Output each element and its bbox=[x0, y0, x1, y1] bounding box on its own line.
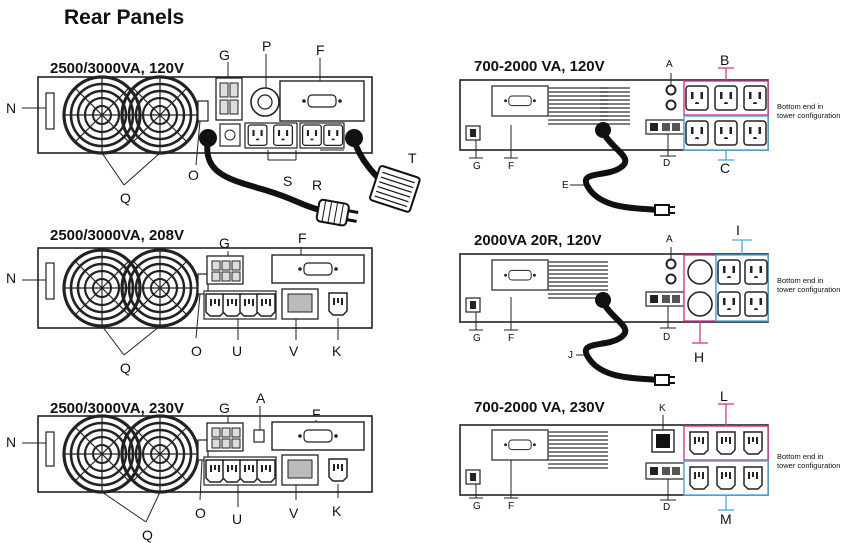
panel-700-2000va-120v bbox=[459, 67, 769, 216]
label-k: K bbox=[332, 503, 342, 519]
page-title: Rear Panels bbox=[64, 6, 185, 29]
label-q: Q bbox=[120, 190, 131, 206]
label-d: D bbox=[663, 158, 671, 169]
panel-2500-3000va-208v bbox=[22, 247, 373, 356]
label-d: D bbox=[663, 332, 671, 343]
label-u: U bbox=[232, 511, 243, 527]
panel-title-2500-3000va-208v: 2500/3000VA, 208V bbox=[50, 227, 184, 244]
label-c: C bbox=[720, 160, 731, 176]
label-f: F bbox=[508, 333, 515, 344]
label-o: O bbox=[195, 505, 206, 521]
panel-2000va-20r-120v bbox=[459, 239, 769, 386]
label-g: G bbox=[219, 400, 230, 416]
label-n: N bbox=[6, 100, 17, 116]
panel-2500-3000va-230v bbox=[22, 406, 373, 523]
label-q: Q bbox=[120, 360, 131, 376]
label-a: A bbox=[666, 59, 673, 70]
label-j: J bbox=[568, 350, 573, 361]
label-a: A bbox=[256, 390, 266, 406]
label-h: H bbox=[694, 349, 705, 365]
label-i: I bbox=[736, 222, 740, 238]
label-s: S bbox=[283, 173, 293, 189]
label-p: P bbox=[262, 38, 272, 54]
label-f: F bbox=[298, 230, 307, 246]
label-v: V bbox=[289, 343, 299, 359]
label-e: E bbox=[562, 180, 569, 191]
label-b: B bbox=[720, 52, 730, 68]
label-l: L bbox=[720, 388, 728, 404]
label-q: Q bbox=[142, 527, 153, 543]
label-g: G bbox=[473, 333, 481, 344]
label-g: G bbox=[473, 501, 481, 512]
label-u: U bbox=[232, 343, 243, 359]
panel-title-2500-3000va-120v: 2500/3000VA, 120V bbox=[50, 60, 184, 77]
label-n: N bbox=[6, 270, 17, 286]
label-f: F bbox=[312, 406, 321, 422]
label-g: G bbox=[219, 47, 230, 63]
panel-2500-3000va-120v bbox=[22, 54, 421, 227]
label-v: V bbox=[289, 505, 299, 521]
label-o: O bbox=[188, 167, 199, 183]
label-f: F bbox=[508, 501, 515, 512]
label-o: O bbox=[191, 343, 202, 359]
panel-title-700-2000va-230v: 700-2000 VA, 230V bbox=[474, 399, 605, 416]
panel-title-700-2000va-120v: 700-2000 VA, 120V bbox=[474, 58, 605, 75]
label-t: T bbox=[408, 150, 417, 166]
label-f: F bbox=[316, 42, 325, 58]
label-r: R bbox=[312, 177, 323, 193]
label-g: G bbox=[219, 235, 230, 251]
label-g: G bbox=[473, 161, 481, 172]
label-n: N bbox=[6, 434, 17, 450]
label-k: K bbox=[659, 403, 666, 414]
panel-title-2500-3000va-230v: 2500/3000VA, 230V bbox=[50, 400, 184, 417]
label-d: D bbox=[663, 502, 671, 513]
label-k: K bbox=[332, 343, 342, 359]
label-a: A bbox=[666, 234, 673, 245]
label-f: F bbox=[508, 161, 515, 172]
panel-title-2000va-20r-120v: 2000VA 20R, 120V bbox=[474, 232, 602, 249]
label-m: M bbox=[720, 511, 732, 527]
panel-700-2000va-230v bbox=[459, 403, 769, 511]
